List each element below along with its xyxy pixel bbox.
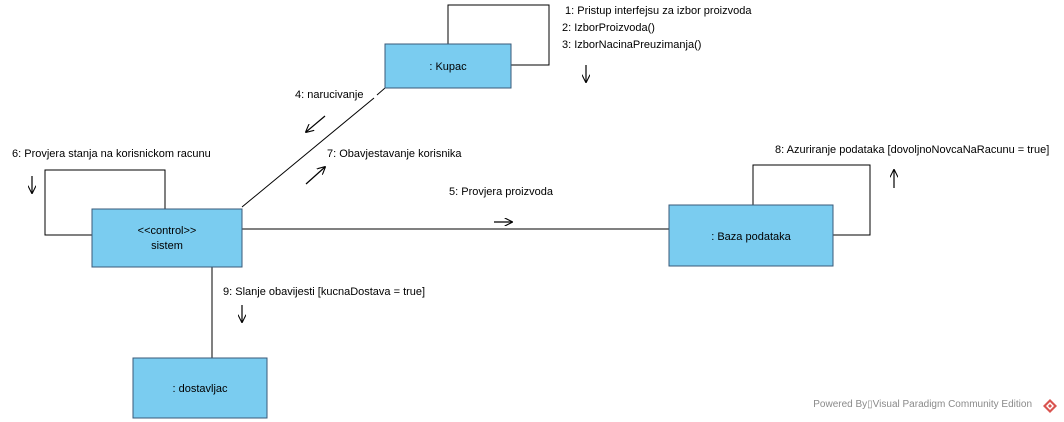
node-baza[interactable]: : Baza podataka: [668, 204, 834, 267]
message-7: 7: Obavjestavanje korisnika: [327, 148, 462, 160]
arrow-m7: [305, 167, 325, 185]
message-1: 1: Pristup interfejsu za izbor proizvoda: [565, 5, 752, 17]
message-5: 5: Provjera proizvoda: [449, 186, 554, 198]
node-baza-label: : Baza podataka: [711, 231, 791, 243]
message-6: 6: Provjera stanja na korisnickom racunu: [12, 148, 211, 160]
message-2: 2: IzborProizvoda(): [562, 22, 655, 34]
kupac-sistem-link-top[interactable]: [376, 87, 386, 96]
node-kupac[interactable]: : Kupac: [384, 43, 512, 89]
node-kupac-label: : Kupac: [429, 61, 467, 73]
node-dostavljac[interactable]: : dostavljac: [132, 357, 268, 419]
node-sistem[interactable]: <<control>> sistem: [91, 208, 243, 268]
message-8: 8: Azuriranje podataka [dovoljnoNovcaNaR…: [775, 144, 1049, 156]
kupac-self-link[interactable]: [447, 4, 550, 66]
node-sistem-stereotype: <<control>>: [138, 225, 197, 237]
node-sistem-label: sistem: [151, 240, 183, 252]
baza-self-link[interactable]: [752, 164, 871, 236]
message-9: 9: Slanje obavijesti [kucnaDostava = tru…: [223, 286, 425, 298]
arrow-m4: [306, 115, 326, 132]
node-dostavljac-label: : dostavljac: [172, 383, 228, 395]
sistem-self-link[interactable]: [44, 169, 166, 236]
visual-paradigm-logo-icon: [1043, 399, 1057, 413]
message-4: 4: narucivanje: [295, 89, 364, 101]
kupac-sistem-link[interactable]: [241, 97, 375, 208]
powered-by-footer: Powered By▯Visual Paradigm Community Edi…: [813, 399, 1032, 410]
message-3: 3: IzborNacinaPreuzimanja(): [562, 39, 701, 51]
